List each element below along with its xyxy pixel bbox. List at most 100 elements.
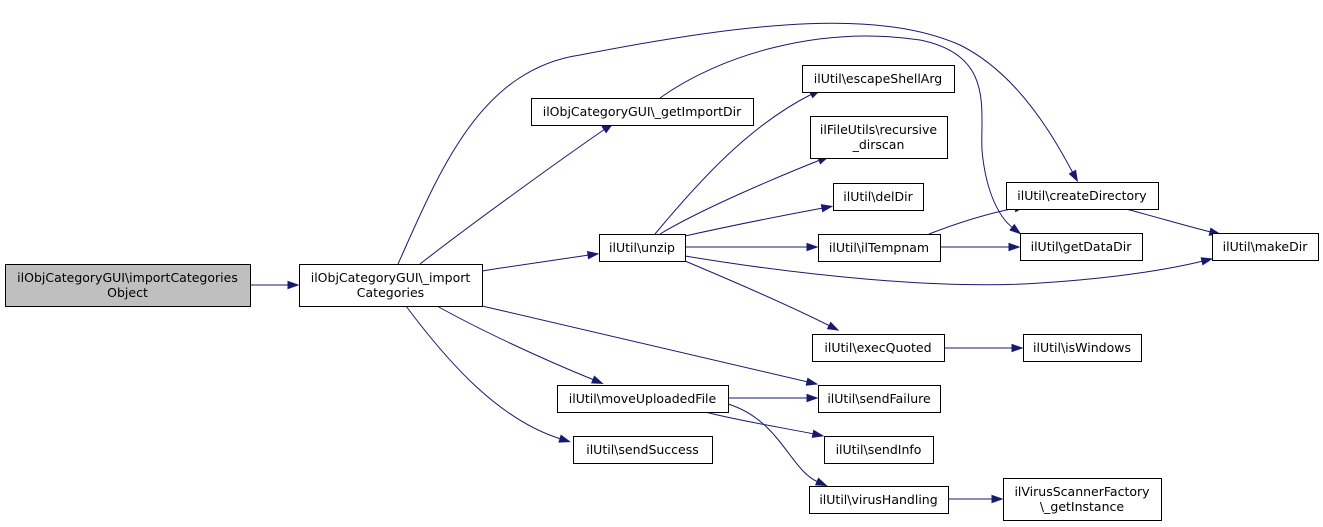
edge-virus-handling-to-virus-scanner-get-instance bbox=[948, 494, 1004, 504]
node-label: ilUtil\sendFailure bbox=[827, 391, 931, 406]
edge-line bbox=[419, 128, 606, 265]
arrowhead bbox=[820, 204, 834, 213]
arrowhead bbox=[591, 375, 604, 384]
arrowhead bbox=[1009, 223, 1022, 235]
edge-line bbox=[659, 35, 1014, 229]
edge-import-categories-to-send-failure bbox=[481, 305, 819, 386]
edge-get-import-dir-to-get-data-dir bbox=[659, 35, 1022, 235]
node-send-info[interactable]: ilUtil\sendInfo bbox=[824, 436, 934, 464]
node-unzip[interactable]: ilUtil\unzip bbox=[599, 234, 686, 262]
node-il-tempnam[interactable]: ilUtil\ilTempnam bbox=[818, 234, 941, 262]
node-label: ilObjCategoryGUI\_import bbox=[311, 270, 471, 285]
edge-import-categories-object-to-import-categories bbox=[250, 280, 300, 290]
node-label: _dirscan bbox=[852, 137, 905, 152]
node-box bbox=[810, 116, 948, 159]
arrowhead bbox=[558, 434, 572, 443]
node-label: ilUtil\moveUploadedFile bbox=[569, 391, 717, 406]
node-label: ilUtil\makeDir bbox=[1223, 239, 1309, 254]
edge-line bbox=[654, 93, 813, 235]
edge-unzip-to-exec-quoted bbox=[684, 260, 840, 331]
node-label: ilUtil\execQuoted bbox=[824, 340, 931, 355]
arrowhead bbox=[1008, 242, 1021, 252]
arrowhead bbox=[1068, 169, 1079, 183]
arrowhead bbox=[806, 242, 819, 252]
node-box bbox=[824, 436, 934, 464]
arrowhead bbox=[826, 321, 840, 331]
node-label: Object bbox=[107, 285, 148, 300]
edge-line bbox=[436, 305, 595, 381]
edge-line bbox=[928, 207, 1017, 235]
edge-line bbox=[684, 207, 824, 237]
arrowhead bbox=[991, 494, 1004, 504]
edge-unzip-to-il-tempnam bbox=[685, 242, 819, 252]
edge-line bbox=[481, 305, 809, 383]
node-recursive-dirscan[interactable]: ilFileUtils\recursive_dirscan bbox=[810, 116, 948, 159]
edge-line bbox=[704, 411, 815, 435]
arrowhead bbox=[1011, 343, 1024, 353]
node-make-dir[interactable]: ilUtil\makeDir bbox=[1212, 233, 1319, 261]
node-label: ilUtil\sendInfo bbox=[836, 442, 922, 457]
node-get-import-dir[interactable]: ilObjCategoryGUI\_getImportDir bbox=[531, 98, 754, 126]
edge-line bbox=[659, 159, 821, 235]
node-box bbox=[599, 234, 686, 262]
edge-unzip-to-del-dir bbox=[684, 204, 834, 237]
arrowhead bbox=[811, 429, 825, 438]
node-box bbox=[802, 65, 955, 93]
edge-unzip-to-make-dir bbox=[684, 255, 1214, 286]
node-get-data-dir[interactable]: ilUtil\getDataDir bbox=[1020, 233, 1143, 261]
node-box bbox=[531, 98, 754, 126]
arrowhead bbox=[814, 477, 828, 487]
node-label: ilUtil\isWindows bbox=[1033, 340, 1131, 355]
arrowhead bbox=[287, 280, 300, 290]
node-del-dir[interactable]: ilUtil\delDir bbox=[833, 183, 924, 211]
node-box bbox=[818, 385, 941, 413]
edge-unzip-to-recursive-dirscan bbox=[659, 156, 830, 235]
node-label: ilUtil\createDirectory bbox=[1017, 188, 1147, 203]
node-is-windows[interactable]: ilUtil\isWindows bbox=[1023, 334, 1142, 362]
node-box bbox=[5, 264, 251, 307]
node-label: ilUtil\ilTempnam bbox=[829, 240, 929, 255]
edges-layer bbox=[250, 22, 1222, 504]
edge-line bbox=[405, 305, 562, 440]
edge-move-uploaded-file-to-virus-handling bbox=[727, 403, 828, 487]
edge-exec-quoted-to-is-windows bbox=[944, 343, 1024, 353]
node-virus-scanner-get-instance[interactable]: ilVirusScannerFactory\_getInstance bbox=[1003, 478, 1162, 521]
node-label: ilObjCategoryGUI\_getImportDir bbox=[543, 104, 742, 119]
node-label: ilVirusScannerFactory bbox=[1014, 484, 1150, 499]
node-box bbox=[573, 436, 713, 464]
edge-create-directory-to-make-dir bbox=[1125, 208, 1222, 236]
edge-import-categories-to-unzip bbox=[481, 251, 600, 272]
edge-il-tempnam-to-get-data-dir bbox=[940, 242, 1021, 252]
node-exec-quoted[interactable]: ilUtil\execQuoted bbox=[812, 334, 945, 362]
node-label: ilUtil\unzip bbox=[609, 240, 675, 255]
arrowhead bbox=[586, 251, 600, 260]
node-label: ilUtil\virusHandling bbox=[819, 492, 937, 507]
node-box bbox=[1212, 233, 1319, 261]
node-box bbox=[833, 183, 924, 211]
node-box bbox=[1003, 478, 1162, 521]
edge-line bbox=[1125, 208, 1212, 233]
edge-line bbox=[684, 255, 1204, 286]
node-label: ilUtil\sendSuccess bbox=[586, 442, 699, 457]
node-box bbox=[1023, 334, 1142, 362]
node-box bbox=[557, 385, 729, 413]
node-send-success[interactable]: ilUtil\sendSuccess bbox=[573, 436, 713, 464]
node-escape-shell-arg[interactable]: ilUtil\escapeShellArg bbox=[802, 65, 955, 93]
edge-import-categories-to-move-uploaded-file bbox=[436, 305, 604, 384]
node-label: ilUtil\delDir bbox=[843, 189, 913, 204]
node-box bbox=[1006, 182, 1159, 210]
node-box bbox=[818, 234, 941, 262]
node-import-categories[interactable]: ilObjCategoryGUI\_importCategories bbox=[299, 264, 483, 307]
arrowhead bbox=[1200, 257, 1214, 266]
node-box bbox=[299, 264, 483, 307]
node-create-directory[interactable]: ilUtil\createDirectory bbox=[1006, 182, 1159, 210]
node-send-failure[interactable]: ilUtil\sendFailure bbox=[818, 385, 941, 413]
node-box bbox=[1020, 233, 1143, 261]
node-move-uploaded-file[interactable]: ilUtil\moveUploadedFile bbox=[557, 385, 729, 413]
node-virus-handling[interactable]: ilUtil\virusHandling bbox=[809, 486, 949, 514]
node-box bbox=[812, 334, 945, 362]
arrowhead bbox=[806, 393, 819, 403]
